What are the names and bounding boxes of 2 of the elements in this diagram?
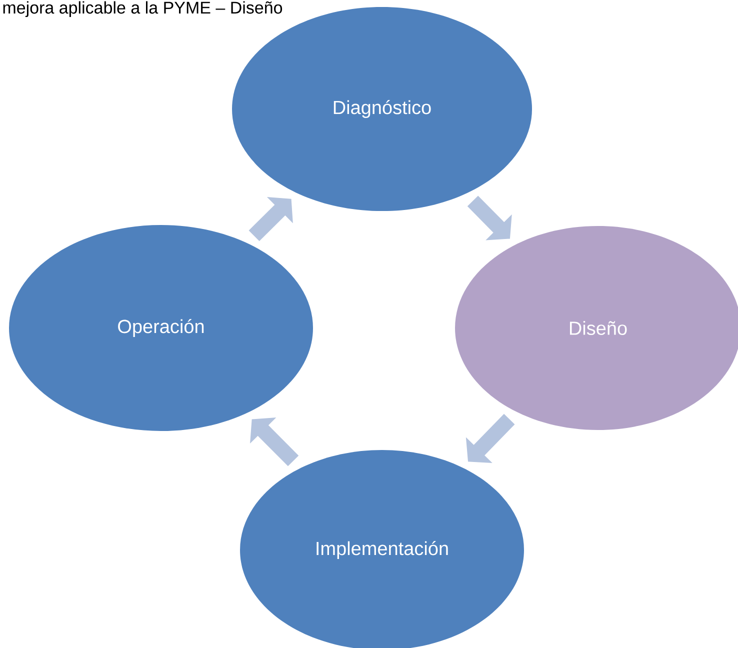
block-arrow (250, 418, 299, 466)
block-arrow (248, 197, 293, 242)
